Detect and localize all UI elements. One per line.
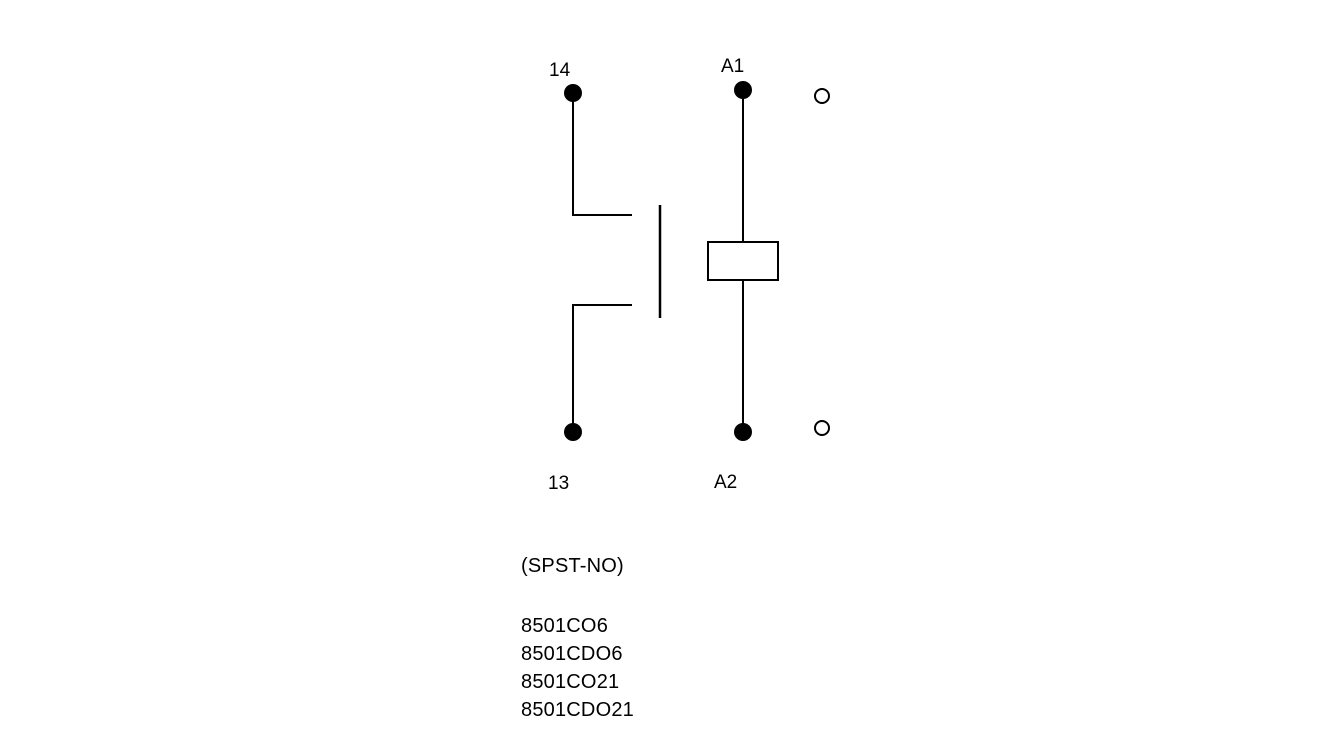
terminal-label-a1: A1 [721, 56, 744, 77]
part-number: 8501CO6 [521, 615, 609, 637]
part-number-list: 8501CO6 8501CDO6 8501CO21 8501CDO21 [521, 612, 634, 724]
terminal-dot-a2 [734, 423, 752, 441]
open-terminal-circle-top [814, 88, 830, 104]
terminal-label-13: 13 [548, 473, 569, 494]
contact-type-caption: (SPST-NO) [521, 555, 624, 577]
terminal-label-14: 14 [549, 60, 571, 81]
open-terminal-circle-bottom [814, 420, 830, 436]
terminal-label-a2: A2 [714, 472, 737, 493]
part-number: 8501CDO6 [521, 643, 623, 665]
contact-top-lead [572, 93, 632, 216]
terminal-dot-13 [564, 423, 582, 441]
part-number: 8501CO21 [521, 671, 620, 693]
coil-symbol [707, 241, 779, 281]
contact-bottom-lead [572, 304, 632, 432]
part-number: 8501CDO21 [521, 699, 634, 721]
